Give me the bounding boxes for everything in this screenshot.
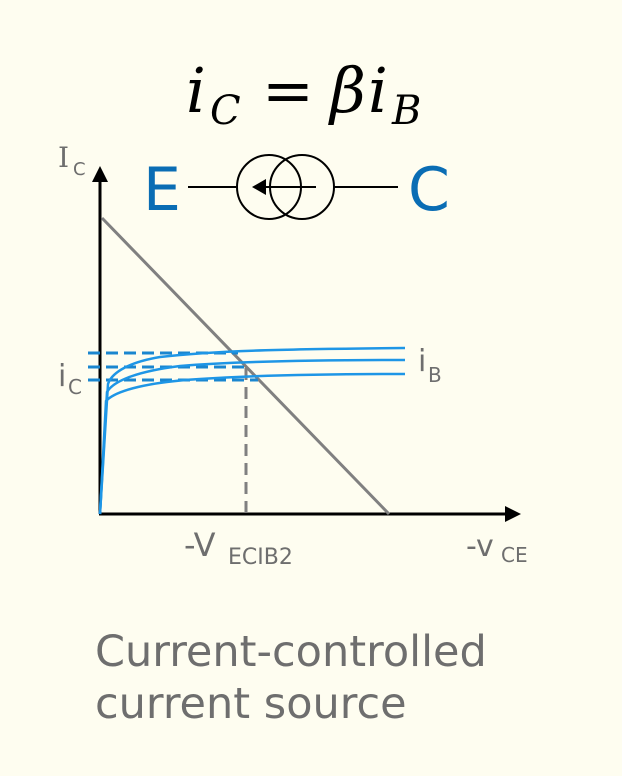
equation-beta: β [328, 54, 366, 127]
ic-marker-label: i [58, 359, 66, 394]
caption-line-1: Current-controlled [95, 627, 487, 677]
curve-ib-high [98, 346, 406, 515]
equation: i C = β i B [186, 54, 421, 134]
plot-labels: i C i B -V ECIB2 [58, 344, 442, 570]
ccs-symbol: E C [143, 154, 450, 225]
x-axis-label-sub: CE [501, 543, 528, 567]
ic-marker-label-sub: C [68, 375, 82, 399]
curve-ib-low [98, 372, 406, 515]
y-axis-label-sub: C [73, 159, 86, 180]
y-axis-label: I [58, 141, 69, 174]
characteristic-curves [98, 346, 406, 515]
ib-curve-label-sub: B [428, 363, 442, 387]
equation-rhs: i [368, 54, 388, 127]
ib-curve-label: i [418, 344, 426, 379]
terminal-e-label: E [143, 155, 181, 225]
caption-line-2: current source [95, 679, 407, 729]
equation-rhs-sub: B [391, 88, 421, 134]
caption: Current-controlled current source [95, 626, 595, 730]
y-axis-arrow-icon [92, 166, 108, 182]
load-line [100, 216, 391, 516]
equation-lhs-sub: C [210, 88, 241, 134]
vecib2-marker-label: -V [184, 526, 216, 564]
axes: I C -v CE [58, 141, 528, 567]
curve-ib-mid [98, 358, 406, 515]
x-axis-label: -v [466, 529, 494, 564]
x-axis-arrow-icon [505, 506, 521, 522]
equation-lhs: i [186, 54, 206, 127]
terminal-c-label: C [408, 155, 450, 225]
vecib2-marker-label-sub: ECIB2 [228, 545, 293, 570]
equation-equals: = [262, 54, 314, 127]
arrow-left-icon [252, 179, 266, 195]
